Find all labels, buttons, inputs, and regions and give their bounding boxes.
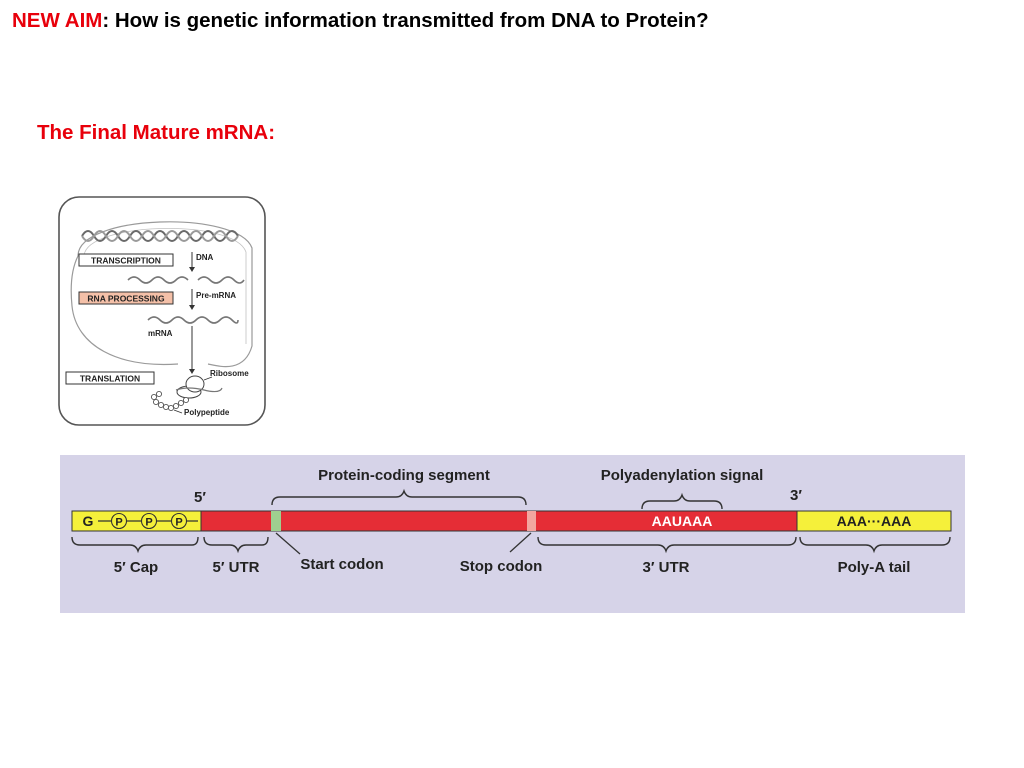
ribosome-pointer bbox=[203, 376, 213, 381]
arrowhead bbox=[189, 267, 195, 272]
phosphate-icon bbox=[170, 512, 188, 530]
phosphate-label: P bbox=[145, 517, 152, 529]
polypeptide-chain bbox=[150, 390, 190, 412]
protein-coding-label: Protein-coding segment bbox=[318, 467, 490, 484]
cap-label: 5′ Cap bbox=[114, 559, 158, 576]
mrna-panel-background bbox=[60, 455, 965, 613]
transcription-label: TRANSCRIPTION bbox=[91, 256, 161, 266]
aim-question: : How is genetic information transmitted… bbox=[102, 9, 709, 32]
mrna-label: mRNA bbox=[148, 329, 173, 338]
three-utr-label: 3′ UTR bbox=[643, 559, 690, 576]
rna-processing-label: RNA PROCESSING bbox=[87, 294, 165, 304]
polyadenylation-signal-sequence: AAUAAA bbox=[652, 513, 713, 529]
gene-expression-overview: TRANSCRIPTION DNA RNA PROCESSING Pre-mRN… bbox=[58, 196, 266, 426]
pre-mrna-strand-b bbox=[197, 276, 245, 284]
start-codon-segment bbox=[271, 511, 281, 531]
nuclear-envelope-inner bbox=[83, 228, 247, 344]
poly-a-bracket bbox=[799, 536, 951, 554]
poly-a-sequence: AAA···AAA bbox=[837, 513, 912, 529]
protein-coding-bracket bbox=[271, 488, 527, 506]
mrna-strand bbox=[147, 316, 239, 324]
start-codon-label: Start codon bbox=[300, 556, 383, 573]
stop-codon-segment bbox=[527, 511, 536, 531]
pre-mrna-label: Pre-mRNA bbox=[196, 291, 236, 300]
dna-label: DNA bbox=[196, 253, 214, 262]
polypeptide-label: Polypeptide bbox=[184, 408, 230, 417]
phosphate-label: P bbox=[175, 517, 182, 529]
stop-codon-label: Stop codon bbox=[460, 558, 543, 575]
ribosome-label: Ribosome bbox=[210, 369, 249, 378]
three-prime-label: 3′ bbox=[790, 487, 802, 504]
five-utr-label: 5′ UTR bbox=[213, 559, 260, 576]
polypeptide-pointer bbox=[173, 409, 183, 414]
mature-mrna-diagram: Protein-coding segment Polyadenylation s… bbox=[60, 455, 965, 613]
five-prime-label: 5′ bbox=[194, 489, 206, 506]
transcription-box bbox=[78, 253, 174, 267]
dna-helix bbox=[81, 230, 239, 242]
cap-bracket bbox=[71, 536, 199, 554]
cytoplasm-mrna bbox=[175, 387, 223, 393]
cap-guanine-label: G bbox=[83, 513, 94, 529]
translation-label: TRANSLATION bbox=[80, 374, 140, 384]
phosphate-icon bbox=[140, 512, 158, 530]
arrowhead bbox=[189, 305, 195, 310]
pre-mrna-strand-a bbox=[127, 276, 189, 284]
rna-processing-box bbox=[78, 291, 174, 305]
arrowhead bbox=[189, 369, 195, 374]
three-utr-bracket bbox=[537, 536, 797, 554]
poly-a-tail-label: Poly-A tail bbox=[838, 559, 911, 576]
polyadenylation-label: Polyadenylation signal bbox=[601, 467, 764, 484]
translation-box bbox=[65, 371, 155, 385]
phosphate-label: P bbox=[115, 517, 122, 529]
aim-label: NEW AIM bbox=[12, 9, 103, 32]
poly-a-tail-segment bbox=[796, 510, 952, 532]
polyadenylation-bracket bbox=[641, 492, 723, 510]
section-heading: The Final Mature mRNA: bbox=[37, 121, 276, 144]
slide-title: NEW AIM: How is genetic information tran… bbox=[12, 9, 709, 33]
phosphate-icon bbox=[110, 512, 128, 530]
stop-codon-pointer bbox=[509, 532, 532, 553]
start-codon-pointer bbox=[275, 532, 301, 555]
five-utr-bracket bbox=[203, 536, 269, 554]
